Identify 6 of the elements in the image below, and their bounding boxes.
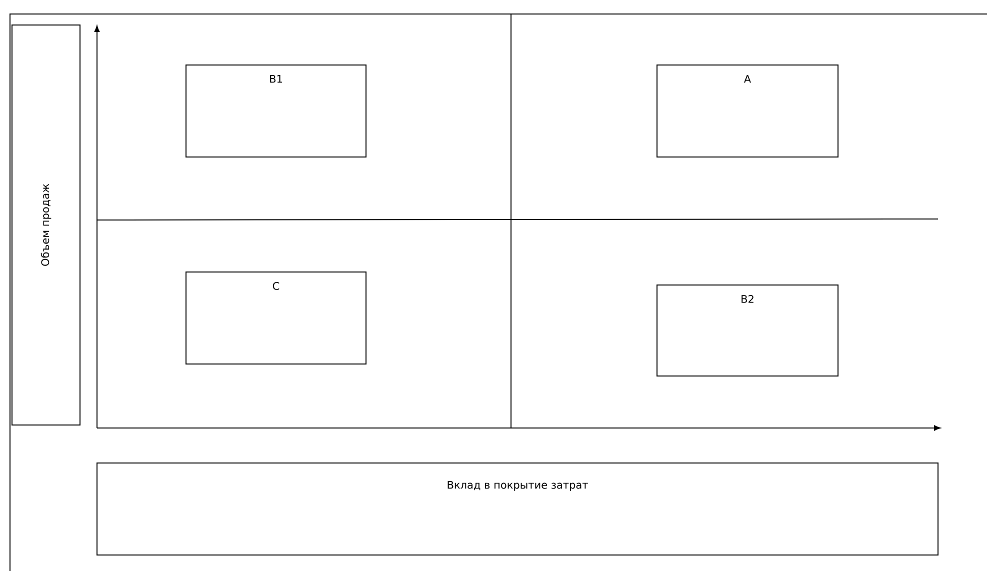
segment-box: C (186, 272, 366, 364)
label-box: Вклад в покрытие затрат (96, 462, 938, 556)
segment-box: B2 (656, 284, 838, 376)
segment-box: A (656, 64, 838, 158)
segment-box: B1 (186, 64, 366, 158)
axis-label-box: Объем продаж (12, 24, 80, 426)
